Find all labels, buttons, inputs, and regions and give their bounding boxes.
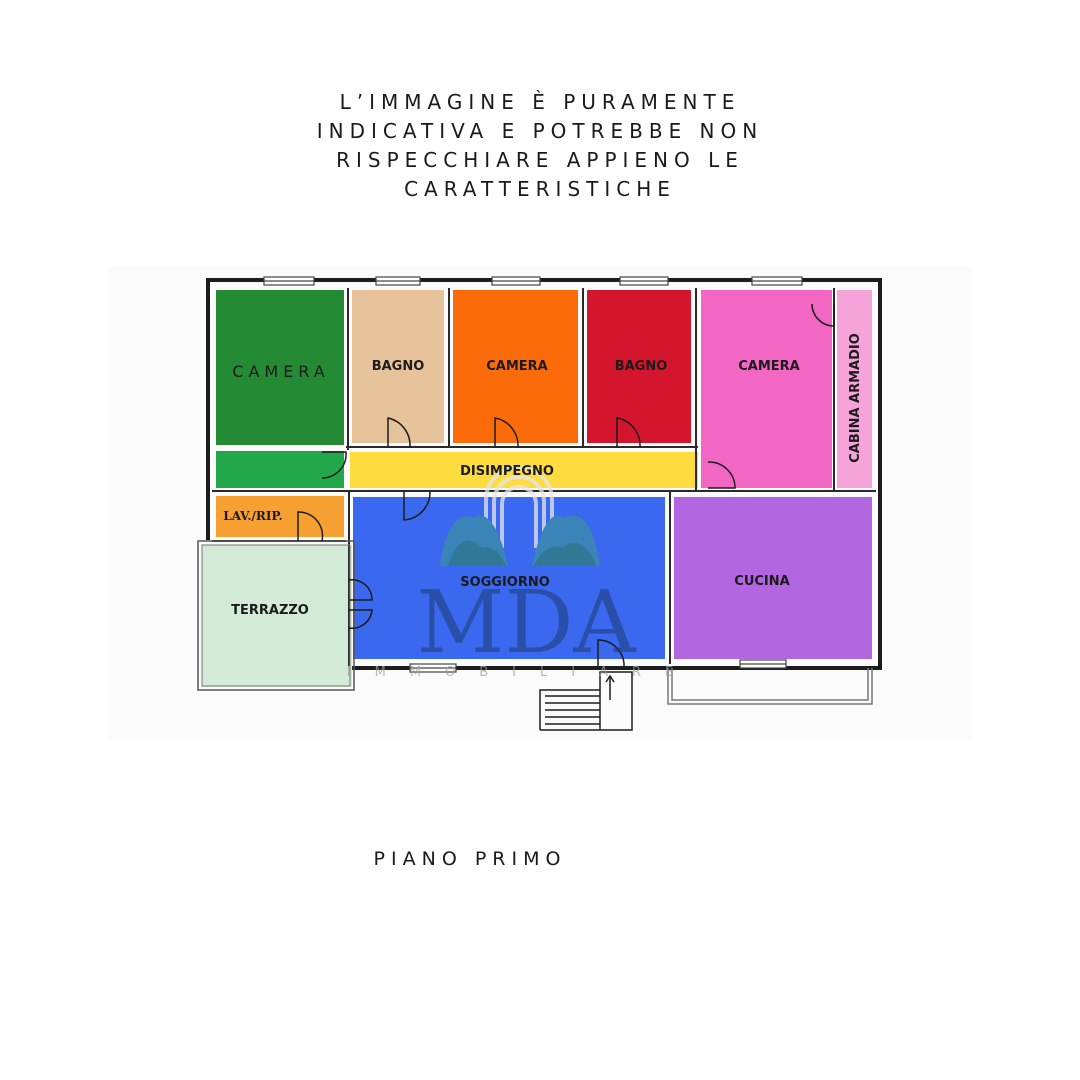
- watermark-subtitle: IMMOBILIARE: [347, 665, 697, 680]
- watermark-brand: MDA: [416, 573, 636, 673]
- disclaimer-line-3: RISPECCHIARE APPIENO LE: [336, 148, 744, 172]
- staircase: [539, 671, 633, 731]
- room-cucina: [674, 497, 872, 659]
- disclaimer-line-1: L’IMMAGINE È PURAMENTE: [339, 90, 741, 114]
- label-cucina: CUCINA: [734, 574, 789, 589]
- balcony-outline: [667, 668, 873, 705]
- room-camera-3: [701, 290, 832, 488]
- disclaimer-line-2: INDICATIVA E POTREBBE NON: [316, 119, 764, 143]
- disclaimer-line-4: CARATTERISTICHE: [404, 177, 676, 201]
- room-disimpegno: [350, 452, 698, 488]
- disclaimer-text: L’IMMAGINE È PURAMENTE INDICATIVA E POTR…: [240, 88, 840, 204]
- label-camera-3: CAMERA: [738, 359, 800, 374]
- room-bagno-1: [352, 290, 444, 443]
- label-disimpegno: DISIMPEGNO: [460, 464, 554, 479]
- room-terrazzo: [202, 545, 352, 687]
- interior-walls: [197, 288, 876, 691]
- room-camera-1-lower: [216, 451, 344, 488]
- room-cabina-armadio: [837, 290, 872, 488]
- watermark-logo: MDA IMMOBILIARE: [347, 465, 697, 680]
- label-bagno-1: BAGNO: [372, 359, 425, 374]
- watermark-emblem: [440, 465, 600, 566]
- label-lav-rip: LAV./RIP.: [223, 509, 282, 523]
- label-bagno-2: BAGNO: [615, 359, 668, 374]
- floor-label: PIANO PRIMO: [373, 848, 567, 870]
- room-soggiorno: [353, 497, 665, 659]
- label-camera-2: CAMERA: [486, 359, 548, 374]
- label-terrazzo: TERRAZZO: [231, 603, 309, 618]
- room-camera-1: [216, 290, 344, 445]
- windows: [263, 276, 803, 673]
- label-cabina-armadio: CABINA ARMADIO: [848, 333, 863, 463]
- room-bagno-2: [587, 290, 691, 443]
- label-soggiorno: SOGGIORNO: [460, 575, 550, 590]
- room-camera-2: [453, 290, 578, 443]
- label-camera-1: CAMERA: [232, 362, 329, 381]
- door-swings: [297, 303, 835, 669]
